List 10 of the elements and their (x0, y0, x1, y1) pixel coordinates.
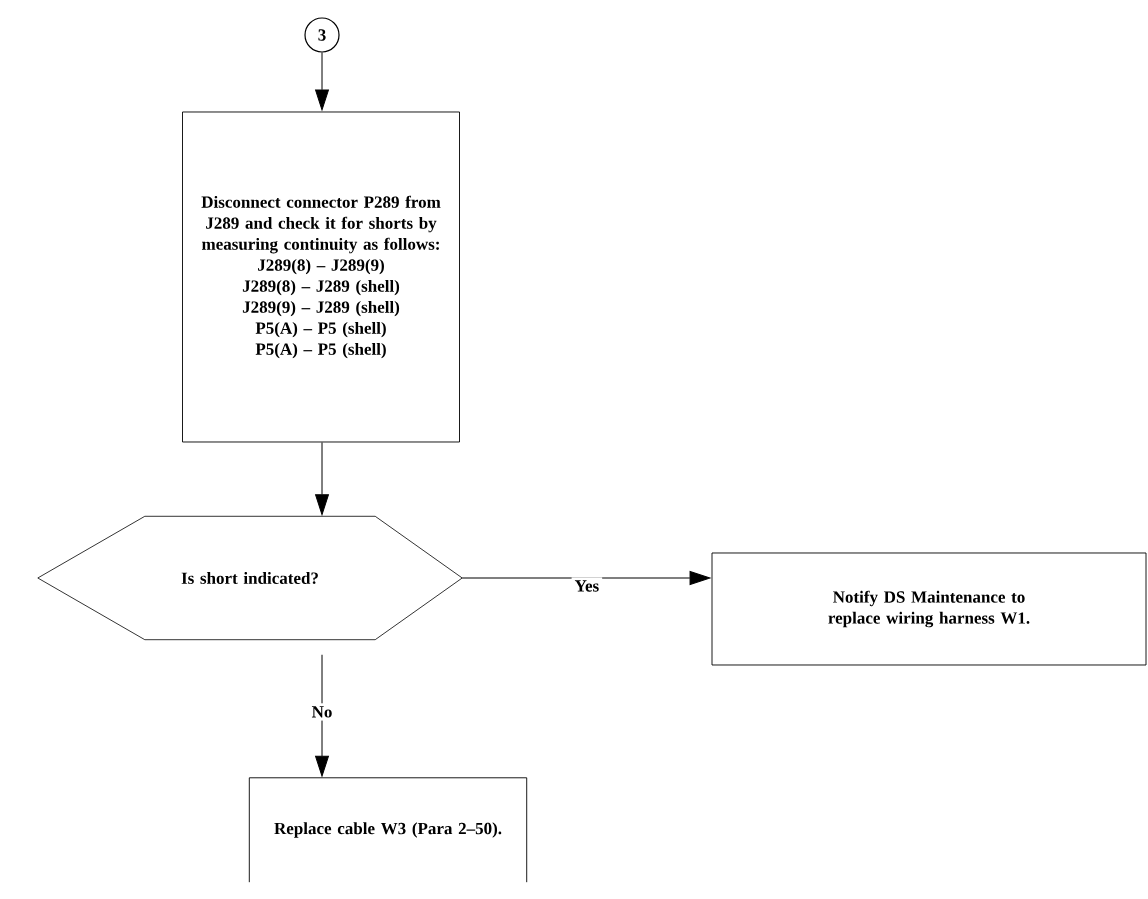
edge-label: No (308, 703, 336, 721)
arrow (461, 571, 711, 585)
process-box: Notify DS Maintenance to replace wiring harness W1. (711, 552, 1147, 666)
arrow (315, 52, 329, 111)
arrow (315, 441, 329, 516)
arrow (315, 654, 329, 777)
edge-label: Yes (571, 577, 603, 595)
process-box: Disconnect connector P289 from J289 and check it for shorts by measuring continuity as follows: J289(8) – J289(9) J289(8) – J289 (shell) J289(9) – J289 (shell) P5(A) – P5 (shell) P5(A) – P5 (shell) (182, 111, 460, 443)
process-box: Replace cable W3 (Para 2–50). (248, 777, 528, 883)
decision-hexagon: Is short indicated? (37, 515, 463, 641)
